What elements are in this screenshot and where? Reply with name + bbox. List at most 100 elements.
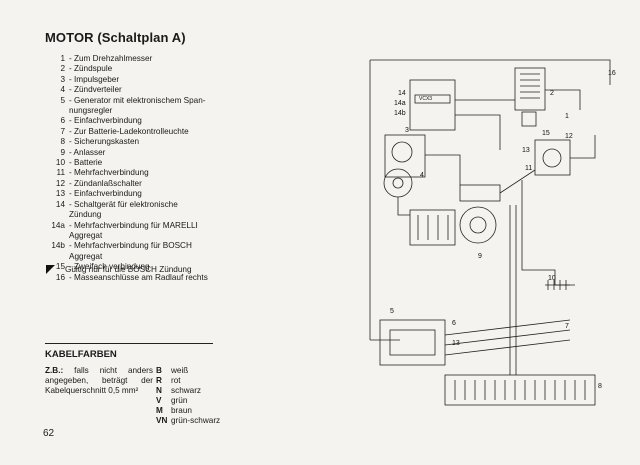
legend-text: - Generator mit elektronischem Span- (69, 95, 206, 105)
legend-text: - Anlasser (69, 147, 106, 157)
legend-item: 16 - Masseanschlüsse am Radlauf rechts (30, 273, 225, 283)
svg-text:VCX3: VCX3 (419, 96, 432, 102)
legend-text: - Einfachverbindung (69, 189, 142, 199)
legend-text: - Impulsgeber (69, 74, 120, 84)
bosch-note-text: Gültig nür für die BOSCH Zündung (65, 265, 192, 274)
legend-item: 9 - Anlasser (30, 148, 225, 158)
svg-text:8: 8 (598, 383, 602, 390)
legend-number: 14 (55, 199, 65, 209)
svg-text:7: 7 (565, 323, 569, 330)
legend-text: Aggregat (69, 230, 103, 240)
legend-item: 2 - Zündspule (30, 64, 225, 74)
legend-number (30, 210, 69, 220)
legend-text: - Mehrfachverbindung für MARELLI (69, 220, 198, 230)
legend-item: 4 - Zündverteiler (30, 85, 225, 95)
legend-item: 1- Zum Drehzahlmesser (30, 54, 225, 64)
cable-note-text: falls nicht anders angegeben, beträgt de… (45, 366, 153, 395)
color-code: R (156, 376, 162, 385)
legend-item: 12 - Zündanlaßschalter (30, 179, 225, 189)
legend-number: 7 (60, 126, 65, 136)
color-name: rot (171, 376, 181, 385)
legend-item: 11- Mehrfachverbindung (30, 168, 225, 178)
svg-text:12: 12 (565, 133, 573, 140)
starter-motor-9 (459, 206, 497, 244)
svg-text:14b: 14b (394, 110, 406, 117)
legend-item: 14b - Mehrfachverbindung für BOSCH (30, 241, 225, 251)
legend-text: - Zündspule (69, 64, 113, 74)
svg-text:3: 3 (405, 127, 409, 134)
legend-number: 9 (60, 147, 65, 157)
color-code: V (156, 396, 162, 405)
legend-number: 4 (60, 85, 65, 95)
cable-note-prefix: Z.B.: (45, 366, 64, 375)
generator-5 (379, 319, 446, 366)
legend-item: 15 - Zweifach verbindung (30, 262, 225, 272)
legend-text: - Einfachverbindung (69, 116, 142, 126)
legend-item: nungsregler (30, 106, 225, 116)
legend-number: 16 (55, 272, 65, 282)
svg-text:11: 11 (525, 165, 532, 172)
ignition-switch-12 (534, 139, 571, 176)
ignition-module-14 (409, 79, 456, 131)
legend-text: - Zweifach verbindung (69, 262, 150, 272)
legend-text: - Zündanlaßschalter (69, 178, 142, 188)
color-code: VN (156, 416, 168, 425)
fuse-box-8 (444, 374, 596, 406)
wiring-diagram: 16 2 14 14a 14b 15 1 3 12 13 11 4 9 10 5… (369, 59, 616, 406)
svg-text:13: 13 (522, 147, 530, 154)
legend-text: Zündung (69, 210, 102, 220)
svg-text:4: 4 (420, 172, 424, 179)
legend-item: 14a - Mehrfachverbindung für MARELLI (30, 221, 225, 231)
svg-text:5: 5 (390, 308, 394, 315)
ignition-coil-2 (514, 67, 546, 111)
legend-number: 6 (60, 116, 65, 126)
legend-text: Aggregat (69, 251, 103, 261)
color-name: grün-schwarz (171, 416, 221, 425)
legend-item: 13 - Einfachverbindung (30, 189, 225, 199)
legend-text: - Zündverteiler (69, 85, 122, 95)
legend-item: 6 - Einfachverbindung (30, 116, 225, 126)
page-title: MOTOR (Schaltplan A) (45, 30, 186, 45)
page-number: 62 (43, 428, 55, 439)
legend-number: 2 (60, 64, 65, 74)
svg-text:13: 13 (452, 340, 460, 347)
legend-number: 13 (55, 189, 65, 199)
svg-text:15: 15 (542, 130, 550, 137)
distributor-4 (383, 168, 413, 198)
legend-number: 8 (60, 137, 65, 147)
color-code: M (156, 406, 163, 415)
legend-item: 14- Schaltgerät für elektronische (30, 200, 225, 210)
legend-text: nungsregler (69, 106, 113, 116)
legend-number: 14b (51, 241, 65, 251)
legend-text: - Mehrfachverbindung (69, 168, 149, 178)
legend-text: - Batterie (69, 158, 103, 168)
legend-item: Aggregat (30, 252, 225, 262)
color-code: N (156, 386, 162, 395)
legend-number: 1 (60, 54, 65, 63)
triangle-marker-icon (46, 265, 55, 274)
svg-text:14a: 14a (394, 100, 406, 107)
legend-item: 5 - Generator mit elektronischem Span- (30, 96, 225, 106)
legend-number (30, 231, 69, 241)
legend-number: 15 (55, 262, 65, 272)
svg-text:9: 9 (478, 253, 482, 260)
cable-colors-heading: KABELFARBEN (45, 349, 117, 360)
bosch-note: Gültig nür für die BOSCH Zündung (46, 265, 192, 274)
svg-text:14: 14 (398, 90, 406, 97)
legend-number: 5 (60, 95, 65, 105)
svg-text:1: 1 (565, 113, 569, 120)
legend-item: 7- Zur Batterie-Ladekontrolleuchte (30, 127, 225, 137)
legend-number: 14a (51, 220, 65, 230)
legend-text: - Masseanschlüsse am Radlauf rechts (69, 272, 208, 282)
legend-text: - Mehrfachverbindung für BOSCH (69, 241, 192, 251)
svg-text:16: 16 (608, 70, 616, 77)
legend-number: 12 (55, 178, 65, 188)
color-name: braun (171, 406, 192, 415)
